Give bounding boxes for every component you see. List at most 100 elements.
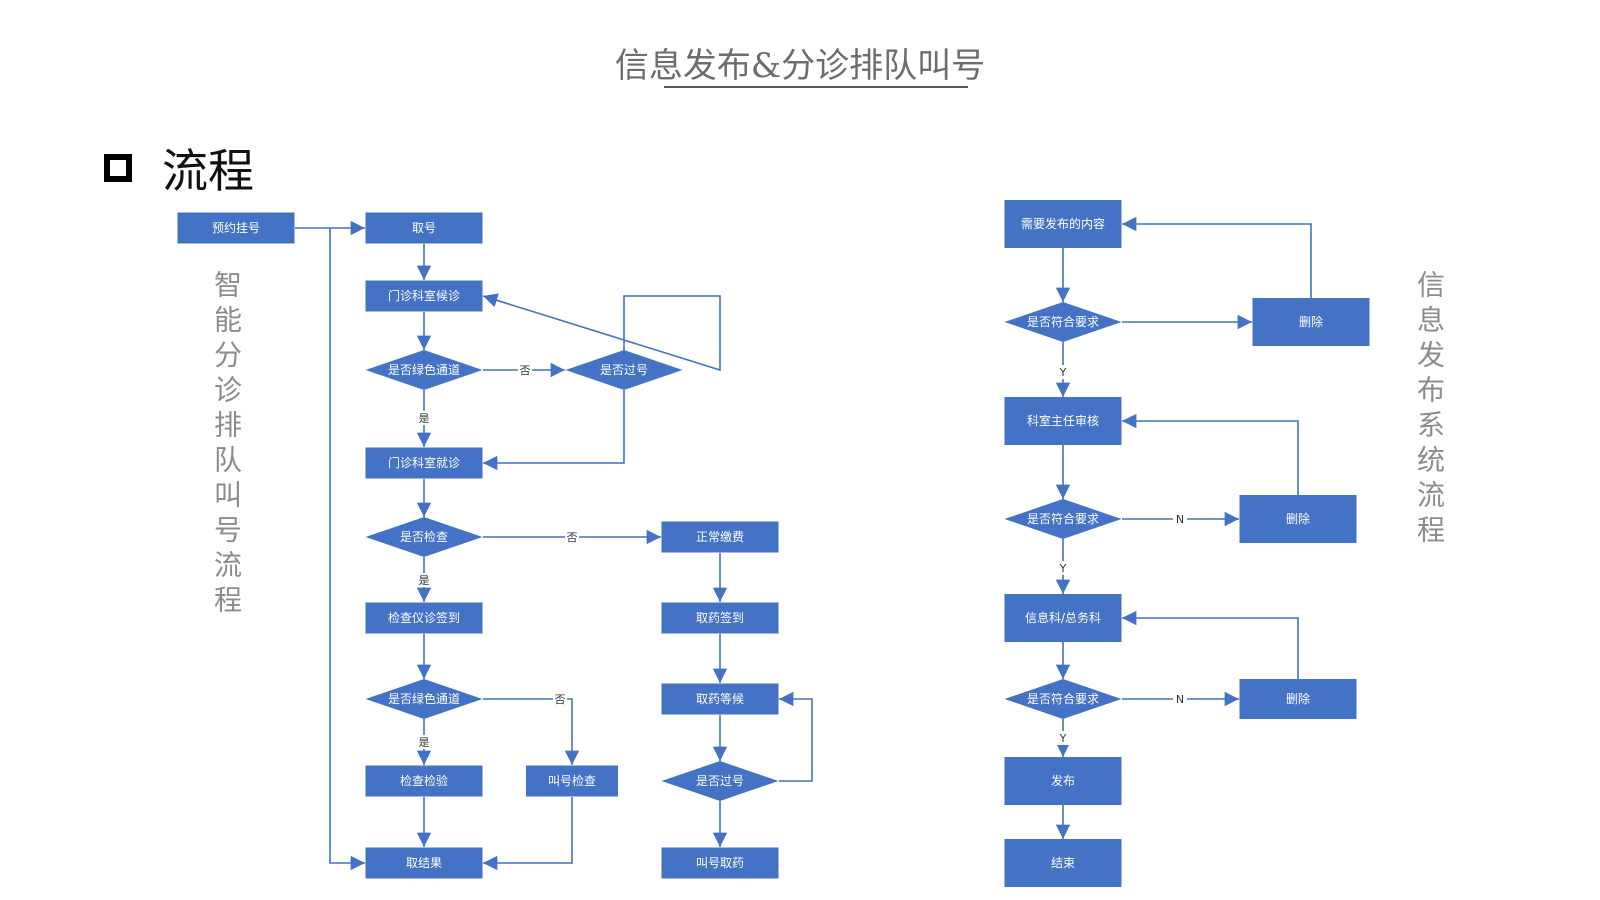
node-label: 检查仪诊签到 (388, 610, 460, 625)
edge-label-n: N (1176, 693, 1184, 706)
node-label: 删除 (1286, 511, 1310, 526)
process-box (1252, 298, 1370, 346)
edge-label-bg (1056, 365, 1070, 379)
process-box (1004, 200, 1122, 248)
node-label: 是否过号 (696, 774, 744, 788)
node-label: 需要发布的内容 (1021, 216, 1105, 231)
process-box (661, 683, 779, 715)
node-label: 预约挂号 (212, 220, 260, 235)
process-box (365, 847, 483, 879)
edge-label-bg (553, 692, 567, 706)
process-box (365, 447, 483, 479)
decision-diamond (1004, 499, 1122, 539)
section-label: 流程 (162, 144, 254, 198)
edge-label-bg (1173, 692, 1187, 706)
edge-label-no: 否 (520, 364, 531, 377)
node-label: 是否符合要求 (1027, 314, 1099, 329)
process-box (365, 765, 483, 797)
process-box (365, 280, 483, 312)
node-label: 取药等候 (696, 692, 744, 706)
node-passed-number-1: 是否过号 (565, 350, 683, 390)
edge-label-y: Y (1059, 562, 1067, 575)
node-label: 是否符合要求 (1027, 691, 1099, 706)
flow-arrow-7 (483, 390, 625, 471)
process-box (1004, 594, 1122, 642)
node-check-1: 是否符合要求 (1004, 302, 1122, 342)
decision-diamond (365, 679, 483, 719)
node-normal-payment: 正常缴费 (661, 521, 779, 553)
flow-arrow-19 (483, 797, 573, 871)
node-info-dept: 信息科/总务科 (1004, 594, 1122, 642)
node-publish: 发布 (1004, 757, 1122, 805)
node-green-channel-1: 是否绿色通道 (365, 350, 483, 390)
node-label: 检查检验 (400, 773, 448, 788)
node-content-to-publish: 需要发布的内容 (1004, 200, 1122, 248)
node-end: 结束 (1004, 839, 1122, 887)
node-label: 取号 (412, 221, 436, 235)
decision-diamond (661, 761, 779, 801)
process-box (365, 212, 483, 244)
node-get-results: 取结果 (365, 847, 483, 879)
node-label: 是否符合要求 (1027, 511, 1099, 526)
page-title: 信息发布&分诊排队叫号 (614, 46, 986, 86)
info-publish-flow-label: 信息发布系统流程 (1413, 270, 1446, 550)
decision-diamond (565, 350, 683, 390)
process-box (177, 212, 295, 244)
edge-label-n: N (1176, 513, 1184, 526)
process-box (365, 602, 483, 634)
node-check-2: 是否符合要求 (1004, 499, 1122, 539)
decision-diamond (365, 517, 483, 557)
edge-label-bg (417, 573, 431, 587)
edge-label-no: 否 (555, 693, 566, 706)
edge-label-yes: 是 (419, 736, 430, 749)
nodes-layer: 预约挂号取号门诊科室候诊是否绿色通道是否过号门诊科室就诊是否检查正常缴费检查仪诊… (177, 200, 1370, 887)
node-label: 删除 (1299, 314, 1323, 329)
edge-label-yes: 是 (419, 412, 430, 425)
node-label: 删除 (1286, 691, 1310, 706)
edge-label-y: Y (1059, 366, 1067, 379)
node-passed-number-2: 是否过号 (661, 761, 779, 801)
node-label: 结束 (1051, 856, 1075, 870)
hollow-square-icon (104, 154, 132, 182)
node-label: 是否绿色通道 (388, 691, 460, 706)
node-label: 取结果 (406, 856, 442, 870)
flow-arrow-1 (329, 228, 365, 871)
triage-flow-label: 智能分诊排队叫号流程 (210, 270, 243, 620)
flow-arrow-5 (482, 293, 721, 372)
edge-label-bg (565, 530, 579, 544)
section-heading: 流程 (104, 138, 254, 198)
process-box (1239, 679, 1357, 719)
node-delete-1: 删除 (1252, 298, 1370, 346)
process-box (1239, 495, 1357, 543)
node-label: 叫号取药 (696, 856, 744, 870)
flow-arrow-31 (1122, 610, 1299, 679)
node-clinic-wait: 门诊科室候诊 (365, 280, 483, 312)
edge-label-bg (1173, 512, 1187, 526)
edge-label-bg (1056, 731, 1070, 745)
process-box (1004, 839, 1122, 887)
edge-label-no: 否 (567, 531, 578, 544)
node-take-number: 取号 (365, 212, 483, 244)
flow-arrow-23 (1122, 216, 1312, 298)
edge-label-bg (518, 363, 532, 377)
title-underline (664, 86, 968, 88)
process-box (1004, 397, 1122, 445)
node-delete-3: 删除 (1239, 679, 1357, 719)
flow-arrow-14 (483, 698, 580, 765)
decision-diamond (1004, 302, 1122, 342)
flow-arrow-17 (779, 691, 813, 782)
node-exam-test: 检查检验 (365, 765, 483, 797)
edge-label-bg (417, 735, 431, 749)
node-label: 正常缴费 (696, 529, 744, 544)
node-check-3: 是否符合要求 (1004, 679, 1122, 719)
node-label: 门诊科室就诊 (388, 455, 460, 470)
node-label: 叫号检查 (548, 773, 596, 788)
edge-label-bg (417, 411, 431, 425)
node-call-pharmacy: 叫号取药 (661, 847, 779, 879)
process-box (526, 765, 618, 797)
node-label: 信息科/总务科 (1025, 610, 1101, 625)
node-label: 是否检查 (400, 529, 448, 544)
node-delete-2: 删除 (1239, 495, 1357, 543)
